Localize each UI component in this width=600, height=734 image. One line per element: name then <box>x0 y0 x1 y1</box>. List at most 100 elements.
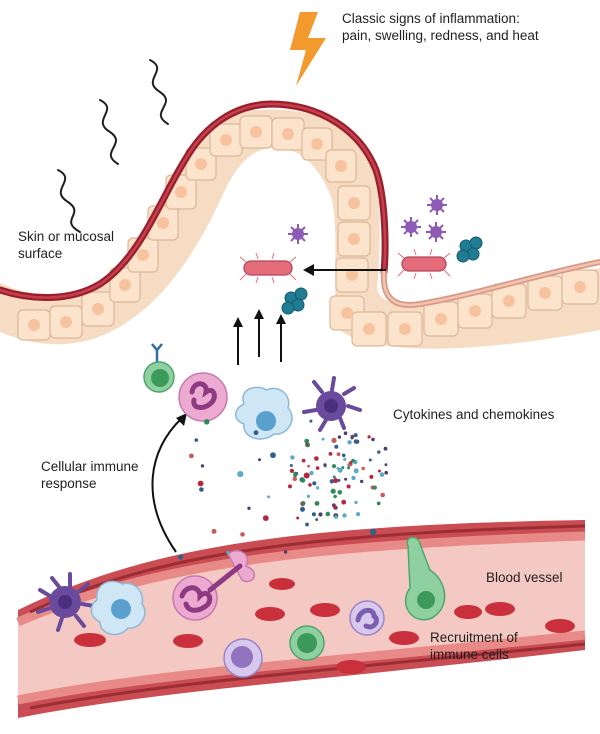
cytokine-dot <box>328 452 333 456</box>
cytokine-dot <box>325 511 331 517</box>
cytokine-dot <box>368 458 372 462</box>
cytokine-dot <box>350 436 354 440</box>
cytokine-dot <box>370 528 377 535</box>
cytokine-dot <box>353 468 359 474</box>
arrows <box>151 264 386 553</box>
cytokine-dot <box>308 483 312 487</box>
cellular-response-label: Cellular immune response <box>41 459 139 491</box>
cytokine-dot <box>330 488 336 494</box>
cytokine-dot <box>331 437 337 443</box>
cytokine-dot <box>312 481 317 486</box>
cytokine-dot <box>315 518 319 521</box>
virus-icon <box>288 224 308 244</box>
cytokine-dot <box>311 512 316 517</box>
cytokine-dot <box>337 467 343 473</box>
lymphocyte-extravasating <box>404 536 446 621</box>
skin-surface-label: Skin or mucosal surface <box>18 229 115 261</box>
cytokine-dot <box>367 435 371 439</box>
cytokine-dot <box>356 511 361 517</box>
cytokine-dot <box>333 505 337 510</box>
heat-squiggle-icons <box>57 59 169 233</box>
cytokine-dot <box>289 468 294 473</box>
neutrophil-in-tissue <box>178 372 228 422</box>
red-blood-cells <box>74 578 575 674</box>
cytokine-dot <box>334 444 339 449</box>
cytokine-dot <box>293 471 297 476</box>
cytokine-dot <box>343 431 348 436</box>
cytokine-dot <box>296 516 300 520</box>
heat-wave-icon <box>57 169 81 233</box>
red-blood-cell <box>255 607 285 621</box>
cytokine-dot <box>315 466 320 470</box>
cytokine-dot <box>309 470 314 476</box>
cytokine-dot <box>351 458 355 463</box>
eosinophil-in-vessel <box>349 600 385 636</box>
cytokine-dot <box>353 433 358 438</box>
cytokine-dot <box>200 464 205 468</box>
fungus-icon <box>456 236 483 263</box>
cytokine-dot <box>384 463 388 467</box>
cytokine-dot <box>346 484 351 489</box>
cytokine-dot <box>329 479 335 484</box>
cytokine-dot <box>337 490 343 495</box>
epithelium <box>0 100 600 349</box>
cytokine-dot <box>354 500 358 505</box>
red-blood-cell <box>336 660 366 674</box>
virus-icon <box>427 195 447 215</box>
heat-wave-icon <box>99 99 119 165</box>
cytokine-dot <box>197 480 204 487</box>
cytokine-dot <box>303 472 310 479</box>
cytokine-dot <box>270 452 276 459</box>
cytokine-dot <box>301 501 306 506</box>
cytokine-dot <box>304 438 310 444</box>
cytokine-particles <box>178 419 389 560</box>
skin-surface-band <box>0 109 600 349</box>
cytokine-dot <box>290 455 295 460</box>
cytokine-dot <box>300 478 306 483</box>
cytokine-dot <box>226 550 231 555</box>
cytokine-dot <box>380 492 386 498</box>
cytokine-dot <box>342 513 347 518</box>
lymphocyte-in-vessel <box>289 625 325 661</box>
cytokine-dot <box>301 458 306 463</box>
cytokine-dot <box>376 501 381 506</box>
cytokine-dot <box>369 474 374 479</box>
cytokine-dot <box>178 554 184 560</box>
lightning-bolt-icon <box>290 12 326 86</box>
cytokine-dot <box>341 466 345 470</box>
cytokine-dot <box>314 456 319 461</box>
red-blood-cell <box>389 631 419 645</box>
cytokine-dot <box>267 495 271 499</box>
cytokine-dot <box>360 479 364 484</box>
heat-wave-icon <box>149 59 169 125</box>
red-blood-cell <box>269 578 295 590</box>
macrophage-in-vessel <box>90 580 146 636</box>
cytokine-dot <box>292 476 297 482</box>
cytokine-dot <box>343 457 347 461</box>
cytokine-dot <box>300 506 305 512</box>
cytokine-dot <box>309 419 313 423</box>
neutrophil-in-vessel <box>172 550 256 621</box>
recruitment-label: Recruitment of immune cells <box>430 630 518 662</box>
cytokine-dot <box>377 469 381 473</box>
cytokine-dot <box>189 453 194 459</box>
red-blood-cell <box>454 605 482 619</box>
red-blood-cell <box>173 634 203 648</box>
cytokine-dot <box>341 453 346 458</box>
epithelial-nuclei <box>28 126 586 335</box>
cellular-response-arrow <box>151 417 183 553</box>
cytokine-dot <box>341 499 347 505</box>
cytokine-dot <box>253 430 259 436</box>
lymphocyte-with-antibody <box>143 343 175 393</box>
monocyte-in-vessel <box>223 638 263 678</box>
red-blood-cell <box>485 602 515 616</box>
red-blood-cell <box>545 619 575 633</box>
red-blood-cell <box>310 603 340 617</box>
cytokine-dot <box>347 440 352 445</box>
cytokine-dot <box>211 528 217 534</box>
cytokine-dot <box>351 475 356 481</box>
cytokine-dot <box>316 486 320 490</box>
cytokine-dot <box>347 466 351 470</box>
cytokine-dot <box>337 435 342 439</box>
